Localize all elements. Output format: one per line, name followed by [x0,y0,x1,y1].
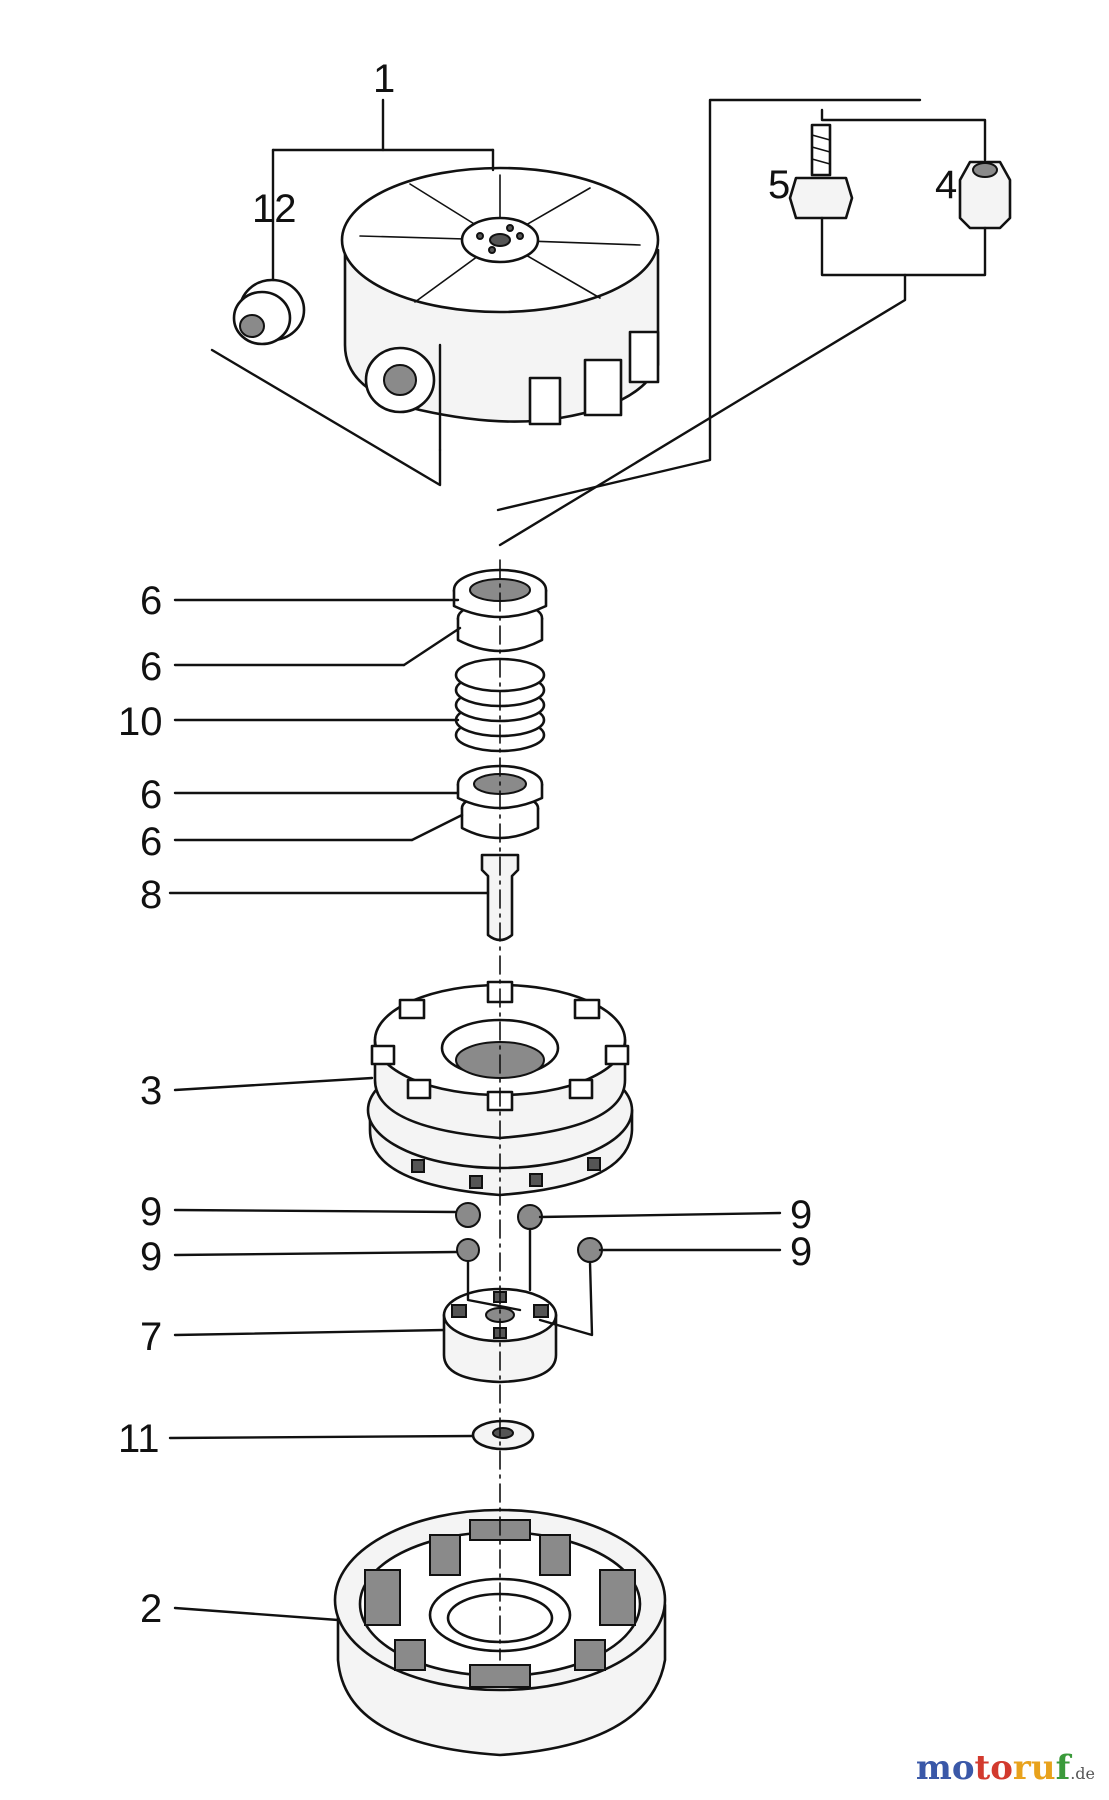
watermark-logo: motoruf.de [916,1748,1095,1788]
label-part-10: 10 [118,700,163,744]
bracket-lines [168,98,987,1622]
watermark-suffix: .de [1070,1764,1095,1783]
label-part-4: 4 [935,163,957,207]
part-2-housing [333,1508,667,1757]
part-11-washer [471,1419,535,1451]
label-part-9-right-upper: 9 [790,1193,812,1237]
label-part-5: 5 [768,163,790,207]
label-part-8: 8 [140,873,162,917]
part-1-head-cover [340,166,660,426]
part-labels: 1 12 5 4 6 6 10 6 6 8 3 9 9 9 9 7 11 2 [118,57,957,1631]
label-part-9-right-lower: 9 [790,1230,812,1274]
label-part-6-second: 6 [140,645,162,689]
label-part-11: 11 [118,1417,160,1461]
part-5-screw [788,123,854,220]
label-part-9-left-lower: 9 [140,1235,162,1279]
watermark-part-1: mo [915,1748,975,1788]
part-9-balls [455,1202,603,1263]
label-part-1: 1 [373,57,395,101]
part-7-cam [442,1287,558,1384]
watermark-part-3: ru [1012,1748,1056,1788]
label-part-2: 2 [140,1587,162,1631]
label-part-7: 7 [140,1315,162,1359]
part-12-eyelet [232,278,306,346]
part-4-nut [958,160,1012,230]
watermark-part-4: f [1055,1748,1071,1788]
label-part-6-fourth: 6 [140,820,162,864]
label-part-12: 12 [252,187,297,231]
watermark-part-2: to [974,1748,1013,1788]
label-part-6-third: 6 [140,773,162,817]
label-part-6-first: 6 [140,579,162,623]
label-part-3: 3 [140,1069,162,1113]
label-part-9-left-upper: 9 [140,1190,162,1234]
